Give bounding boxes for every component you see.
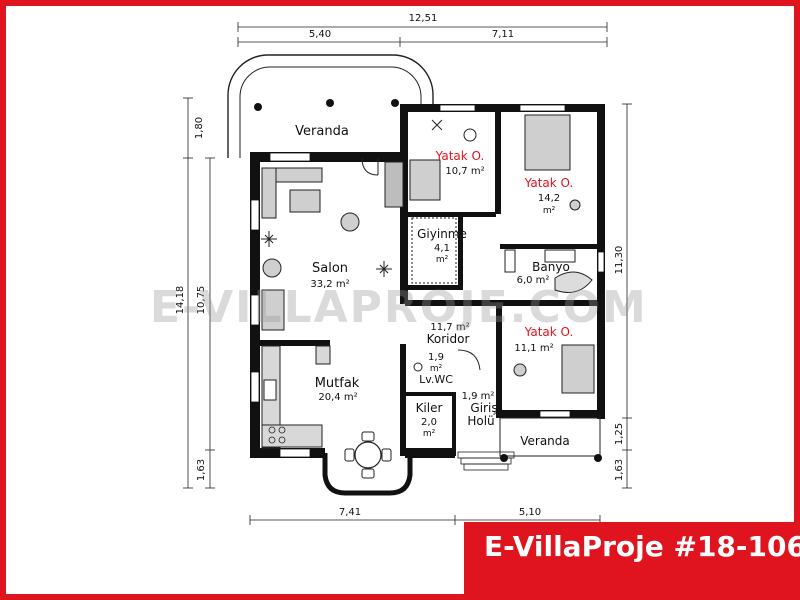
room-wc-name: Lv.WC	[419, 373, 453, 386]
dim-right-upper: 11,30	[614, 246, 625, 275]
wc-sink-icon	[413, 362, 423, 372]
room-wc-area: 1,9	[428, 352, 444, 363]
armchair-icon	[340, 212, 360, 232]
dim-top-right: 7,11	[492, 29, 514, 40]
dim-left-bottom: 1,63	[196, 459, 207, 481]
veranda-top-inner	[239, 66, 422, 158]
bed-icon	[524, 114, 571, 171]
dim-right-bottom: 1,63	[614, 459, 625, 481]
wardrobe-icon	[411, 217, 457, 284]
bathtub-icon	[554, 271, 593, 293]
room-mutfak-name: Mutfak	[315, 376, 360, 391]
room-giyinme-area: 4,1	[434, 243, 450, 254]
room-yatak3-name: Yatak O.	[524, 325, 574, 339]
column-icon	[254, 103, 262, 111]
sofa-small-icon	[261, 289, 285, 331]
door-icon	[457, 349, 481, 371]
room-kiler-area: 2,0	[421, 417, 437, 428]
project-badge: E-VillaProje #18-1069	[464, 522, 800, 600]
room-yatak1-area: 10,7 m²	[445, 166, 484, 177]
room-yatak3-area: 11,1 m²	[514, 343, 553, 354]
toilet-icon	[504, 249, 516, 273]
windows	[250, 104, 605, 458]
chair-icon	[569, 199, 581, 211]
room-koridor-area: 11,7 m²	[430, 322, 469, 333]
door-icon	[361, 157, 379, 176]
plant-icon	[431, 119, 443, 131]
room-yatak1-name: Yatak O.	[435, 149, 485, 163]
project-badge-text: E-VillaProje #18-1069	[484, 530, 800, 563]
column-icon	[500, 454, 508, 462]
column-icon	[594, 454, 602, 462]
room-giris-name: Giriş	[470, 401, 497, 415]
watermark: E-VILLAPROJE.COM	[150, 282, 648, 333]
column-icon	[326, 99, 334, 107]
room-giris-name2: Holü	[467, 414, 494, 428]
armchair-icon	[262, 258, 282, 278]
dim-right-mid: 1,25	[614, 423, 625, 445]
fireplace-icon	[376, 261, 392, 277]
dim-bottom-right: 5,10	[519, 507, 541, 518]
sofa-icon	[261, 167, 323, 219]
stove-icon	[268, 426, 286, 444]
entrance-steps	[457, 451, 515, 471]
room-veranda-bottom: Veranda	[520, 434, 570, 448]
tv-unit-icon	[384, 161, 404, 208]
dim-bottom-left: 7,41	[339, 507, 361, 518]
column-icon	[391, 99, 399, 107]
room-banyo-area: 6,0 m²	[517, 275, 550, 286]
kitchen-counter	[261, 345, 331, 449]
dim-left-outer: 14,18	[175, 286, 186, 315]
room-giyinme-name: Giyinme	[417, 227, 467, 241]
dim-left-inner: 10,75	[196, 286, 207, 315]
room-giyinme-unit: m²	[436, 255, 449, 265]
dim-top-total: 12,51	[409, 13, 438, 24]
veranda-bottom-outline	[499, 417, 601, 457]
dim-left-veranda: 1,80	[194, 117, 205, 139]
dimension-lines	[183, 22, 632, 525]
room-yatak2-unit: m²	[543, 206, 556, 216]
room-mutfak-area: 20,4 m²	[318, 392, 357, 403]
room-banyo-name: Banyo	[532, 260, 570, 274]
sink-icon	[544, 249, 576, 263]
room-wc-unit: m²	[430, 364, 443, 374]
room-giris-area: 1,9 m²	[462, 391, 495, 402]
dim-top-left: 5,40	[309, 29, 331, 40]
room-kiler-name: Kiler	[416, 401, 443, 415]
bed-icon	[561, 344, 595, 394]
room-salon-area: 33,2 m²	[310, 279, 349, 290]
chair-icon	[513, 363, 527, 377]
room-veranda-top: Veranda	[295, 124, 349, 139]
room-yatak2-name: Yatak O.	[524, 176, 574, 190]
plant-icon	[261, 231, 277, 247]
dining-chairs-icon	[344, 431, 392, 479]
room-koridor-name: Koridor	[427, 332, 470, 346]
room-salon-name: Salon	[312, 261, 348, 276]
bed-icon	[409, 159, 441, 201]
room-yatak2-area: 14,2	[538, 193, 560, 204]
sink-icon	[263, 379, 277, 401]
veranda-top-outline	[227, 54, 434, 158]
bay-window	[322, 453, 413, 496]
chair-icon	[463, 128, 477, 142]
room-kiler-unit: m²	[423, 429, 436, 439]
dining-table-icon	[354, 441, 382, 469]
